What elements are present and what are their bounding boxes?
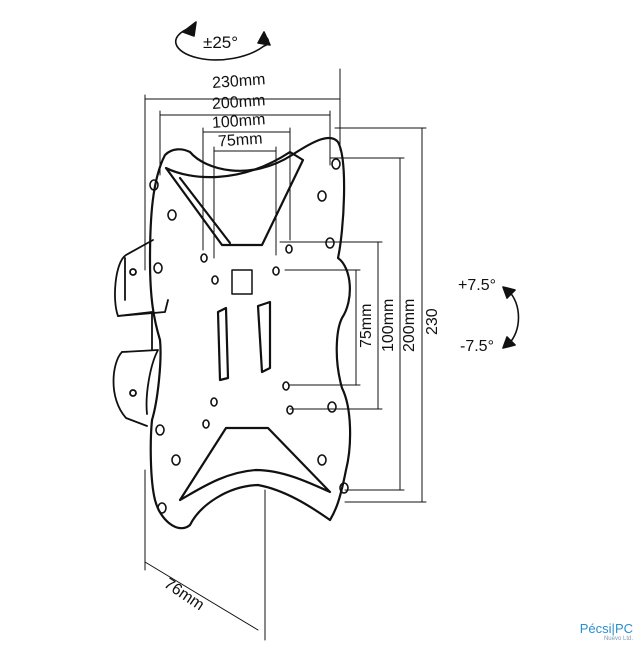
watermark-left: Pécsi <box>579 621 612 636</box>
dim-v75mm-label: 75mm <box>358 304 375 348</box>
dim-v200mm-label: 200mm <box>401 299 418 352</box>
swivel-arrow-icon <box>174 21 271 61</box>
dim-200mm-label: 200mm <box>212 92 266 113</box>
dim-v100mm-label: 100mm <box>380 299 397 352</box>
vertical-dimension-lines <box>279 127 427 503</box>
depth-label: 76mm <box>161 575 207 614</box>
horizontal-dimension-lines <box>144 68 341 271</box>
tilt-up-label: +7.5° <box>458 277 496 294</box>
tilt-arrow-icon <box>502 286 520 349</box>
mount-holes <box>149 158 349 514</box>
watermark-sub: Nuevo Ltd. <box>603 636 633 642</box>
watermark: Pécsi|PC Nuevo Ltd. <box>579 621 633 642</box>
wall-bracket <box>112 239 169 427</box>
tilt-down-label: -7.5° <box>460 338 494 355</box>
mount-plate <box>148 136 352 530</box>
dim-75mm-label: 75mm <box>217 130 263 150</box>
dim-100mm-label: 100mm <box>212 111 266 132</box>
swivel-label: ±25° <box>203 33 238 52</box>
dim-230mm-label: 230mm <box>212 71 266 92</box>
watermark-right: PC <box>614 621 633 636</box>
depth-dimension-lines <box>144 469 266 641</box>
dim-v230-label: 230 <box>424 308 441 335</box>
